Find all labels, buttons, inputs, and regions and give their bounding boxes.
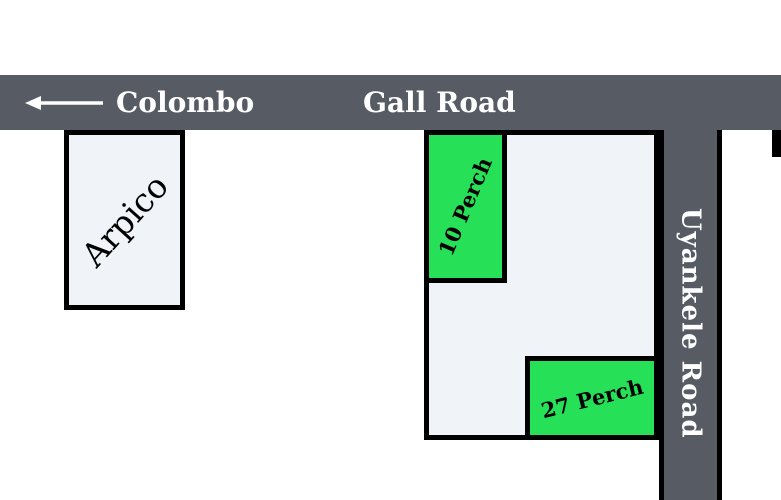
plot-27-perch-label: 27 Perch — [538, 373, 646, 423]
plot-10-perch-label: 10 Perch — [433, 153, 498, 260]
land-plot: 10 Perch 27 Perch — [424, 130, 659, 440]
colombo-direction: Colombo — [25, 75, 254, 130]
road-edge-mark — [772, 130, 781, 157]
uyankele-road-label: Uyankele Road — [675, 208, 706, 439]
gall-road: Colombo Gall Road — [0, 75, 781, 130]
uyankele-road: Uyankele Road — [659, 130, 722, 500]
plot-27-perch: 27 Perch — [525, 356, 659, 440]
arpico-label: Arpico — [73, 166, 176, 274]
west-arrow-icon — [25, 95, 103, 110]
colombo-label: Colombo — [116, 86, 255, 119]
plot-10-perch: 10 Perch — [424, 130, 507, 283]
gall-road-label: Gall Road — [363, 86, 516, 119]
arpico-building: Arpico — [64, 130, 185, 310]
